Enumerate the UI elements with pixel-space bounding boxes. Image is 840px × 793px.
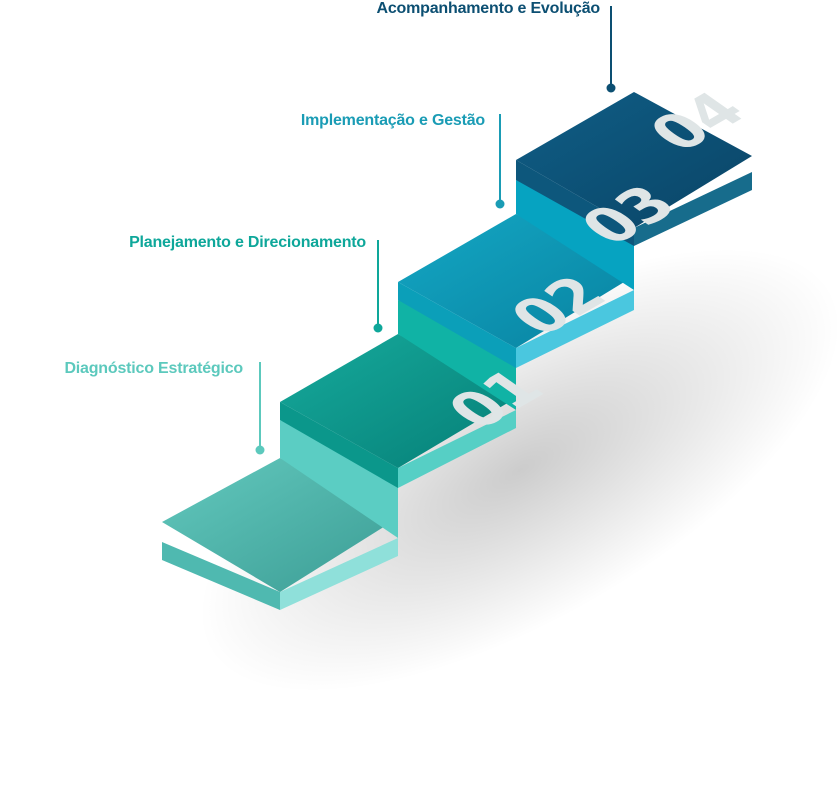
step-04-leader: [606, 6, 616, 93]
step-02-side-face: [398, 410, 516, 488]
step-01-side-face: [280, 538, 398, 610]
floor-shadow: [199, 248, 840, 692]
step-03-leader: [495, 114, 505, 209]
step-04-label: Acompanhamento e Evolução: [376, 0, 601, 17]
step-04-riser: [516, 180, 634, 290]
step-03-front-face: [398, 282, 516, 368]
step-04-front-face: [516, 160, 634, 246]
step-01-front-face: [162, 542, 280, 610]
step-03-leader-dot: [495, 199, 505, 209]
step-01-label: Diagnóstico Estratégico: [64, 360, 243, 377]
step-04: [516, 92, 752, 290]
step-03-side-face: [516, 290, 634, 368]
step-02-leader-dot: [373, 323, 383, 333]
step-04-side-face: [634, 172, 752, 246]
step-02-riser: [280, 420, 398, 538]
step-03-label: Implementação e Gestão: [300, 112, 485, 129]
step-02-front-face: [280, 402, 398, 488]
step-04-leader-dot: [606, 83, 616, 93]
step-01-leader: [255, 362, 265, 455]
step-03-riser: [398, 300, 516, 410]
step-02-label: Planejamento e Direcionamento: [129, 234, 366, 251]
step-01-leader-dot: [255, 445, 265, 455]
step-02-leader: [373, 240, 383, 333]
